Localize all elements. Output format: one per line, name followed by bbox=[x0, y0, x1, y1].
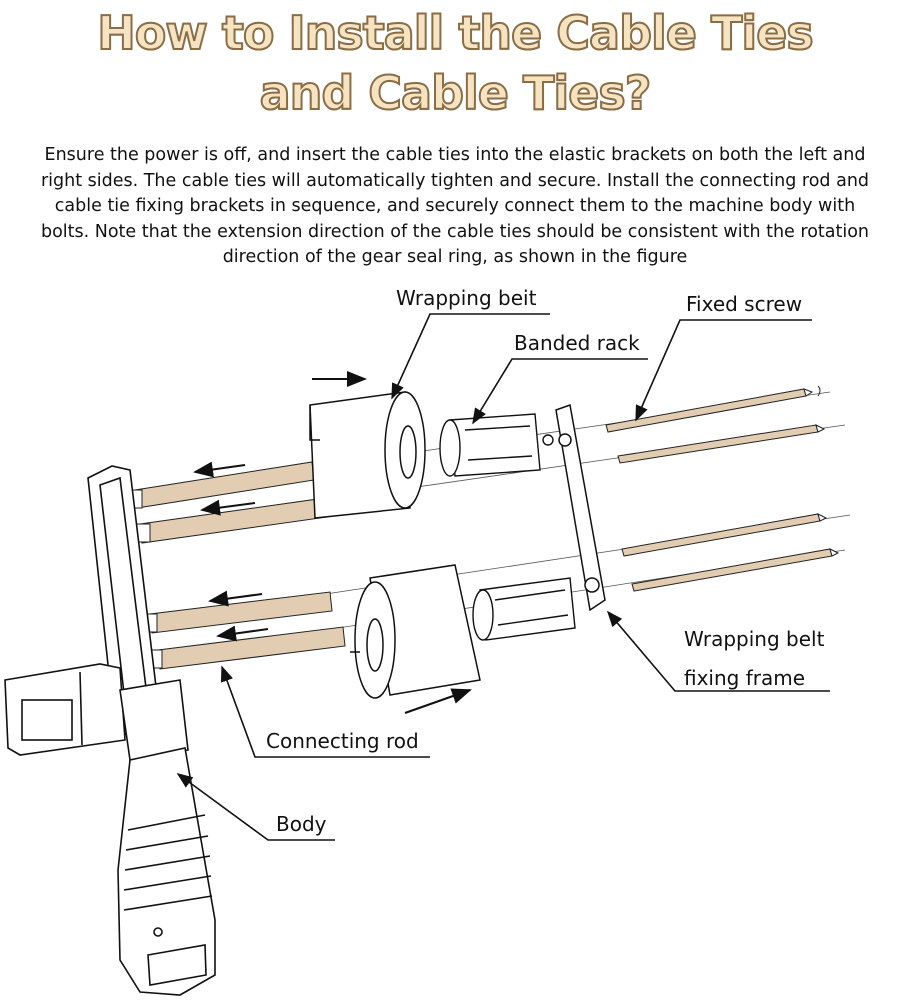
instructions-line-2: right sides. The cable ties will automat… bbox=[40, 170, 870, 191]
wrapping-belt-fixing-frame bbox=[555, 403, 606, 612]
banded-rack-lower bbox=[472, 577, 576, 641]
page-title-line-1: How to Install the Cable Ties bbox=[96, 5, 814, 61]
instructions-line-1: Ensure the power is off, and insert the … bbox=[44, 145, 866, 165]
instructions-line-5: direction of the gear seal ring, as show… bbox=[222, 247, 688, 267]
lower-wrapping-belt-roll bbox=[350, 564, 481, 699]
banded-rack-upper bbox=[439, 413, 554, 477]
label-connecting-rod: Connecting rod bbox=[266, 729, 419, 753]
label-wrapping-belt: Wrapping beit bbox=[396, 286, 537, 310]
instructions-line-4: bolts. Note that the extension direction… bbox=[40, 221, 870, 242]
leader-lines bbox=[176, 313, 830, 841]
page-title-line-2: and Cable Ties? bbox=[259, 65, 653, 121]
label-fixed-screw: Fixed screw bbox=[686, 292, 803, 316]
label-body: Body bbox=[276, 812, 327, 836]
upper-wrapping-belt-roll bbox=[309, 391, 426, 519]
label-banded-rack: Banded rack bbox=[514, 331, 640, 355]
fixed-screws bbox=[605, 385, 840, 592]
machine-body bbox=[4, 465, 216, 996]
label-fixing-frame-line-2: fixing frame bbox=[684, 666, 806, 690]
instructions-text: Ensure the power is off, and insert the … bbox=[0, 143, 910, 271]
connecting-rods bbox=[127, 461, 346, 670]
label-fixing-frame-line-1: Wrapping belt bbox=[684, 627, 825, 651]
direction-arrows bbox=[193, 371, 472, 714]
instructions-line-3: cable tie fixing brackets in sequence, a… bbox=[54, 196, 856, 216]
